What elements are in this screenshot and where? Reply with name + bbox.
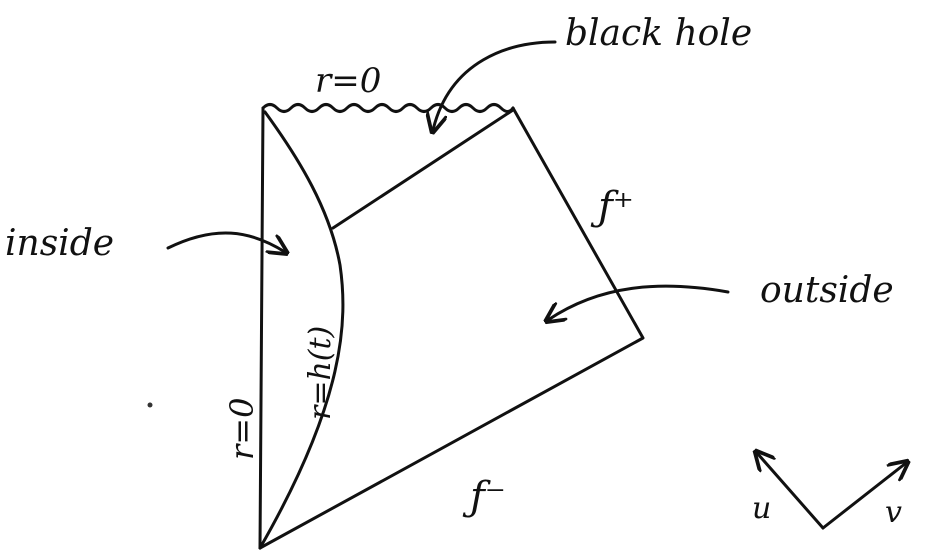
u-direction-arrow	[757, 453, 825, 530]
v-direction-arrow	[821, 463, 906, 530]
scri-plus-label: ƒ⁺	[590, 184, 634, 230]
shell-label: r=h(t)	[303, 326, 338, 420]
origin-axis-label: r=0	[223, 398, 261, 460]
outside-label: outside	[760, 270, 894, 311]
origin-axis-line	[258, 106, 265, 550]
null-infinity-boundary	[258, 106, 645, 550]
ink-dot	[147, 402, 153, 408]
outside-arrow	[548, 284, 730, 320]
singularity-label: r=0	[315, 61, 381, 101]
scri-minus-label: ƒ⁻	[462, 474, 506, 520]
singularity-wavy-line	[261, 103, 515, 113]
u-label: u	[752, 491, 771, 526]
black-hole-arrow	[433, 40, 557, 130]
event-horizon-line	[331, 108, 515, 230]
black-hole-label: black hole	[565, 13, 752, 54]
collapsing-shell-curve	[258, 110, 345, 550]
inside-arrow	[166, 231, 285, 252]
v-label: v	[885, 495, 902, 530]
inside-label: inside	[5, 223, 114, 264]
